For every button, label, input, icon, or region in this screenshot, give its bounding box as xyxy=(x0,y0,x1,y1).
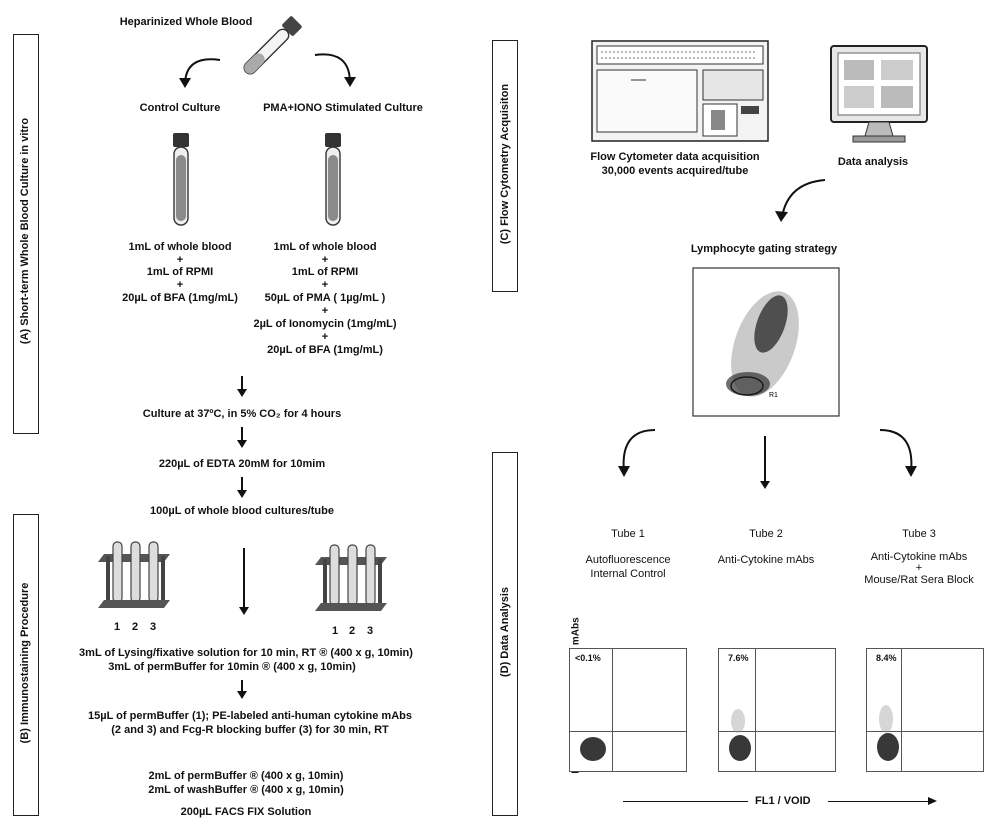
control-tube-icon xyxy=(173,133,189,226)
tube-rack-left-icon xyxy=(98,541,170,608)
rack-left-num-2: 2 xyxy=(131,621,139,633)
dot-plot-tube2: 7.6% xyxy=(718,648,836,772)
rack-right-num-3: 3 xyxy=(366,625,374,637)
stim-recipe-7: 2µL of Ionomycin (1mg/mL) xyxy=(253,318,397,330)
stain-step-7: 200µL FACS FIX Solution xyxy=(180,806,312,818)
curved-arrow-left-icon xyxy=(179,58,221,88)
stain-step-6: 2mL of washBuffer ® (400 x g, 10min) xyxy=(148,784,344,796)
step-aliquot: 100µL of whole blood cultures/tube xyxy=(150,505,334,517)
stim-title: PMA+IONO Stimulated Culture xyxy=(263,102,423,114)
tube2-title: Tube 2 xyxy=(749,528,783,540)
curved-arrow-tube1-icon xyxy=(618,429,656,477)
panel-d-box xyxy=(492,452,518,816)
stim-recipe-3: 1mL of RPMI xyxy=(291,266,359,278)
monitor-icon xyxy=(830,45,928,143)
flow-cytometer-icon xyxy=(591,40,769,142)
down-arrow-5 xyxy=(237,680,247,699)
tube2-percent: 7.6% xyxy=(728,653,749,663)
gating-plot: R1 xyxy=(692,267,840,417)
x-axis-label: FL1 / VOID xyxy=(755,795,811,807)
x-axis-line-left xyxy=(623,801,748,802)
x-axis-line-right xyxy=(828,801,930,802)
tube3-desc-3: Mouse/Rat Sera Block xyxy=(864,574,974,586)
rack-left-num-1: 1 xyxy=(113,621,121,633)
stain-step-3: 15µL of permBuffer (1); PE-labeled anti-… xyxy=(88,710,412,722)
tube1-title: Tube 1 xyxy=(611,528,645,540)
rack-right-num-2: 2 xyxy=(348,625,356,637)
control-recipe-2: + xyxy=(176,254,184,266)
gate-label: R1 xyxy=(769,392,778,399)
stim-recipe-6: + xyxy=(321,305,329,317)
panel-a-box xyxy=(13,34,39,434)
tube2-desc-1: Anti-Cytokine mAbs xyxy=(717,554,815,566)
tube1-desc-1: Autofluorescence xyxy=(585,554,671,566)
blood-tube-icon xyxy=(243,16,302,75)
step-culture: Culture at 37ºC, in 5% CO₂ for 4 hours xyxy=(142,408,342,420)
stim-tube-icon xyxy=(325,133,341,226)
control-recipe-5: 20µL of BFA (1mg/mL) xyxy=(122,292,238,304)
source-label: Heparinized Whole Blood xyxy=(119,16,253,28)
analysis-caption: Data analysis xyxy=(837,156,909,168)
down-arrow-3 xyxy=(237,477,247,498)
down-arrow-4 xyxy=(239,548,249,615)
panel-c-label: (C) Flow Cytometry Acquisiton xyxy=(499,83,511,245)
down-arrow-1 xyxy=(237,376,247,397)
tube3-percent: 8.4% xyxy=(876,653,897,663)
cytometer-caption-2: 30,000 events acquired/tube xyxy=(601,165,749,177)
down-arrow-2 xyxy=(237,427,247,448)
tube3-desc-1: Anti-Cytokine mAbs xyxy=(870,551,968,563)
down-arrow-tube2 xyxy=(760,436,770,489)
x-axis-arrowhead-icon xyxy=(928,797,937,805)
curved-arrow-right-icon xyxy=(314,53,356,87)
stim-recipe-2: + xyxy=(321,254,329,266)
cytometer-caption-1: Flow Cytometer data acquisition xyxy=(590,151,760,163)
panel-d-label: (D) Data Analysis xyxy=(499,586,511,678)
control-recipe-3: 1mL of RPMI xyxy=(146,266,214,278)
stim-recipe-9: 20µL of BFA (1mg/mL) xyxy=(267,344,383,356)
tube-rack-right-icon xyxy=(315,544,387,611)
stain-step-4: (2 and 3) and Fcg-R blocking buffer (3) … xyxy=(111,724,389,736)
step-edta: 220µL of EDTA 20mM for 10mim xyxy=(158,458,326,470)
stim-recipe-5: 50µL of PMA ( 1µg/mL ) xyxy=(264,292,386,304)
rack-left-num-3: 3 xyxy=(149,621,157,633)
curved-arrow-tube3-icon xyxy=(879,429,917,477)
panel-c-box xyxy=(492,40,518,292)
tube3-desc-2: + xyxy=(915,562,923,574)
stim-recipe-8: + xyxy=(321,331,329,343)
control-title: Control Culture xyxy=(139,102,221,114)
panel-b-label: (B) Immunostaining Procedure xyxy=(19,582,31,744)
rack-right-num-1: 1 xyxy=(331,625,339,637)
tube1-desc-2: Internal Control xyxy=(590,568,666,580)
stain-step-1: 3mL of Lysing/fixative solution for 10 m… xyxy=(79,647,413,659)
stain-step-5: 2mL of permBuffer ® (400 x g, 10min) xyxy=(148,770,344,782)
stim-recipe-4: + xyxy=(321,279,329,291)
panel-a-label: (A) Short-term Whole Blood Culture in vi… xyxy=(19,117,31,345)
curved-arrow-gating-icon xyxy=(775,179,826,222)
control-recipe-4: + xyxy=(176,279,184,291)
stim-recipe-1: 1mL of whole blood xyxy=(273,241,377,253)
tube3-title: Tube 3 xyxy=(902,528,936,540)
stain-step-2: 3mL of permBuffer for 10min ® (400 x g, … xyxy=(108,661,356,673)
dot-plot-tube1: <0.1% xyxy=(569,648,687,772)
tube1-percent: <0.1% xyxy=(575,653,601,663)
dot-plot-tube3: 8.4% xyxy=(866,648,984,772)
panel-b-box xyxy=(13,514,39,816)
control-recipe-1: 1mL of whole blood xyxy=(128,241,232,253)
gating-title: Lymphocyte gating strategy xyxy=(690,243,838,255)
